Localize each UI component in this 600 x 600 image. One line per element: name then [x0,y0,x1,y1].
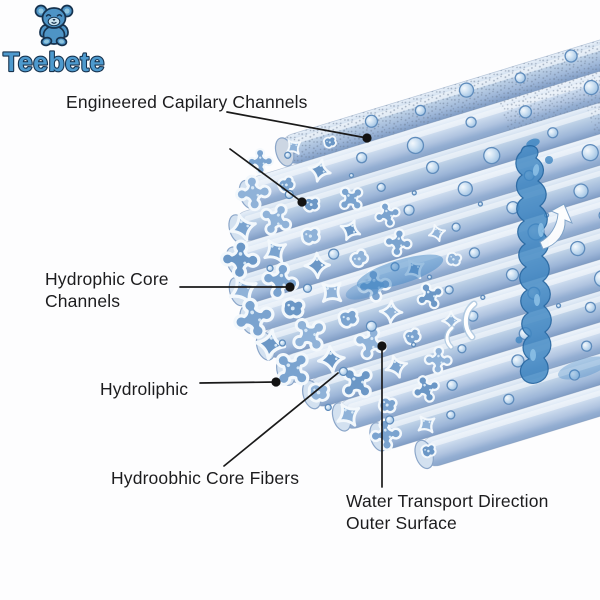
water-stream [515,138,553,384]
leader-engineered-2 [229,148,303,203]
label-water-transport: Water Transport Direction Outer Surface [346,491,548,534]
leader-core-fibers [223,372,339,467]
leader-lines [179,111,383,488]
label-water-transport-line1: Water Transport Direction [346,491,549,511]
label-water-transport-line2: Outer Surface [346,512,457,533]
callout-dot [285,282,295,292]
callout-dot [377,341,387,351]
label-core-channels-line1: Hydrophic Core [45,269,169,289]
leader-hydroliphic [199,381,277,384]
flow-arrows [444,203,573,350]
flow-arrow-icon [539,203,573,250]
wet-patches [345,254,600,380]
label-core-channels-line2: Channels [45,290,121,311]
brand-name: Teebete [3,47,105,77]
callout-dot [271,377,281,387]
callout-dots [271,133,387,387]
label-hydroliphic: Hydroliphic [100,379,189,399]
leader-engineered-1 [226,111,368,139]
label-core-fibers: Hydroobhic Core Fibers [111,468,300,488]
stippled-fiber-texture [281,9,600,164]
brand-logo: Teebete [2,4,105,78]
label-core-channels: Hydrophic Core Channels [45,269,169,312]
teddy-bear-icon [34,4,74,47]
callout-dot [362,133,372,143]
label-engineered-capillary-channels: Engineered Capilary Channels [66,92,308,112]
callout-dot [297,197,307,207]
